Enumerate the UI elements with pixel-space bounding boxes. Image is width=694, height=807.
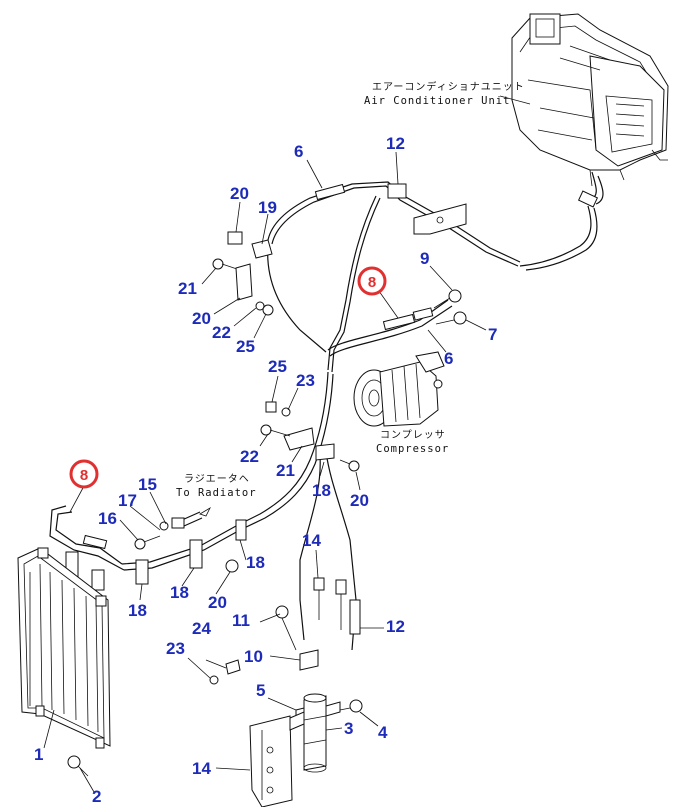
callout-17[interactable]: 17 [118,491,137,510]
callout-20-lower[interactable]: 20 [208,593,227,612]
callout-25-mid[interactable]: 25 [268,357,287,376]
callout-12-lower[interactable]: 12 [386,617,405,636]
lower-pipes [49,371,357,651]
callout-8-lower: 8 [80,467,88,484]
callout-2[interactable]: 2 [92,787,101,806]
callout-21-mid[interactable]: 21 [276,461,295,480]
ac-unit-leader [499,95,531,105]
callout-10[interactable]: 10 [244,647,263,666]
callout-24[interactable]: 24 [192,619,211,638]
callout-18-mid[interactable]: 18 [170,583,189,602]
radiator-label-en: To Radiator [176,487,257,499]
leader-lines [43,151,487,793]
callout-16[interactable]: 16 [98,509,117,528]
callout-1[interactable]: 1 [34,745,43,764]
compressor-label-en: Compressor [376,443,449,455]
callout-20-mid[interactable]: 20 [350,491,369,510]
callout-labels: 6 12 20 19 21 20 22 25 9 7 6 25 23 22 21… [34,134,497,806]
callout-19[interactable]: 19 [258,198,277,217]
compressor-drawing [353,351,445,427]
callout-22-upper[interactable]: 21 [178,279,197,298]
radiator-label-jp: ラジエータヘ [184,473,250,485]
callout-5[interactable]: 4 [378,723,388,742]
callout-15[interactable]: 15 [138,475,157,494]
callout-6-lower[interactable]: 6 [444,349,453,368]
callout-18-upper[interactable]: 18 [312,481,331,500]
condenser-drawing [17,547,111,749]
ac-unit-label-en: Air Conditioner Unit [364,95,510,107]
callout-18-right[interactable]: 18 [246,553,265,572]
callout-4[interactable]: 5 [256,681,265,700]
callout-23-lower[interactable]: 23 [166,639,185,658]
callout-8-upper: 8 [368,274,376,291]
callout-13[interactable]: 14 [302,531,321,550]
upper-pipes [267,181,598,373]
callout-18-left[interactable]: 18 [128,601,147,620]
callout-14[interactable]: 14 [192,759,211,778]
callout-6-upper[interactable]: 6 [294,142,303,161]
callout-3[interactable]: 3 [344,719,353,738]
callout-11[interactable]: 11 [232,611,250,630]
callout-25-upper[interactable]: 25 [236,337,255,356]
receiver-drier-drawing [249,693,341,807]
callout-9[interactable]: 9 [420,249,429,268]
callout-20-upper[interactable]: 20 [230,184,249,203]
callout-23-mid[interactable]: 23 [296,371,315,390]
highlighted-callout-8-upper[interactable]: 8 [357,266,387,296]
callout-21-upper[interactable]: 20 [192,309,211,328]
highlighted-callout-8-lower[interactable]: 8 [69,459,99,489]
callout-12-upper[interactable]: 12 [386,134,405,153]
ac-unit-label-jp: エアーコンディショナユニット [372,80,525,93]
air-conditioner-unit-drawing [511,13,669,208]
fasteners [67,231,363,777]
callout-22-mid[interactable]: 22 [240,447,259,466]
callout-7[interactable]: 7 [488,325,497,344]
callout-23-upper[interactable]: 22 [212,323,231,342]
compressor-label-jp: コンプレッサ [380,429,446,441]
